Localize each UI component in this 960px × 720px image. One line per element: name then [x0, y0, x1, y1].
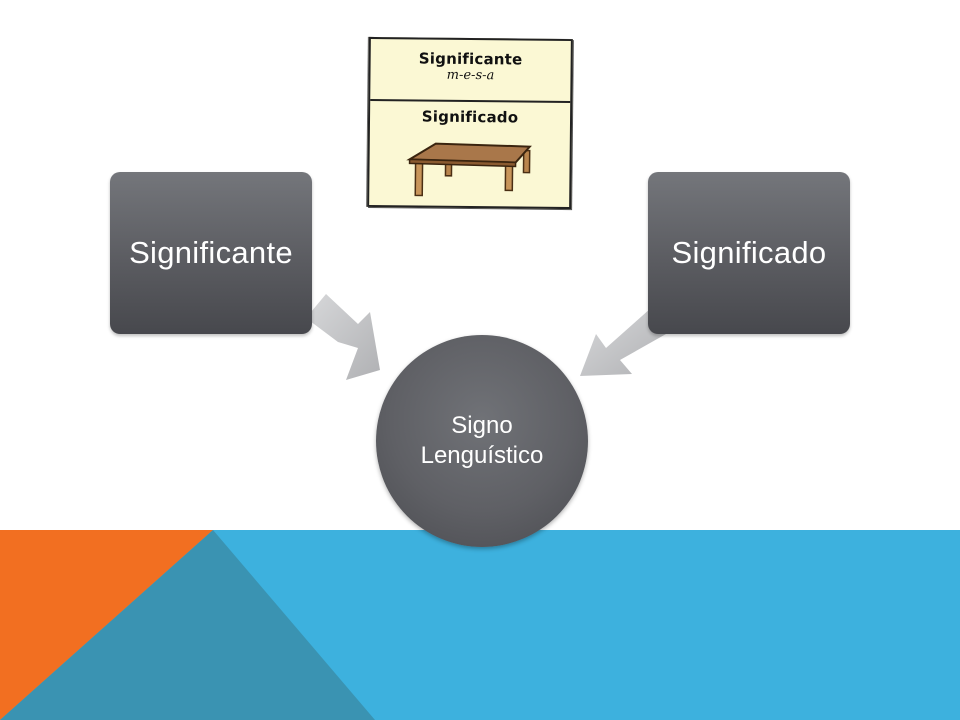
circle-line-2: Lenguístico: [420, 442, 544, 469]
card-top-section: Significante m-e-s-a: [370, 41, 571, 101]
band-orange: [0, 530, 213, 720]
circle-line-1: Signo: [451, 412, 513, 439]
card-top-heading: Significante: [418, 49, 523, 69]
card-word: m-e-s-a: [446, 67, 495, 84]
signo-linguistico-label: Signo Lenguístico: [421, 411, 544, 471]
card-bottom-heading: Significado: [421, 107, 519, 127]
arrow-left-to-center: [306, 294, 380, 380]
signo-linguistico-circle: Signo Lenguístico: [376, 335, 588, 547]
band-blue: [0, 530, 960, 720]
illustration-card: Significante m-e-s-a Significado: [367, 36, 573, 210]
table-icon: [406, 142, 532, 197]
significante-box: Significante: [110, 172, 312, 334]
significado-box: Significado: [648, 172, 850, 334]
significante-label: Significante: [129, 235, 293, 270]
card-bottom-section: Significado: [369, 101, 570, 203]
band-teal: [0, 530, 375, 720]
significado-label: Significado: [671, 235, 827, 270]
